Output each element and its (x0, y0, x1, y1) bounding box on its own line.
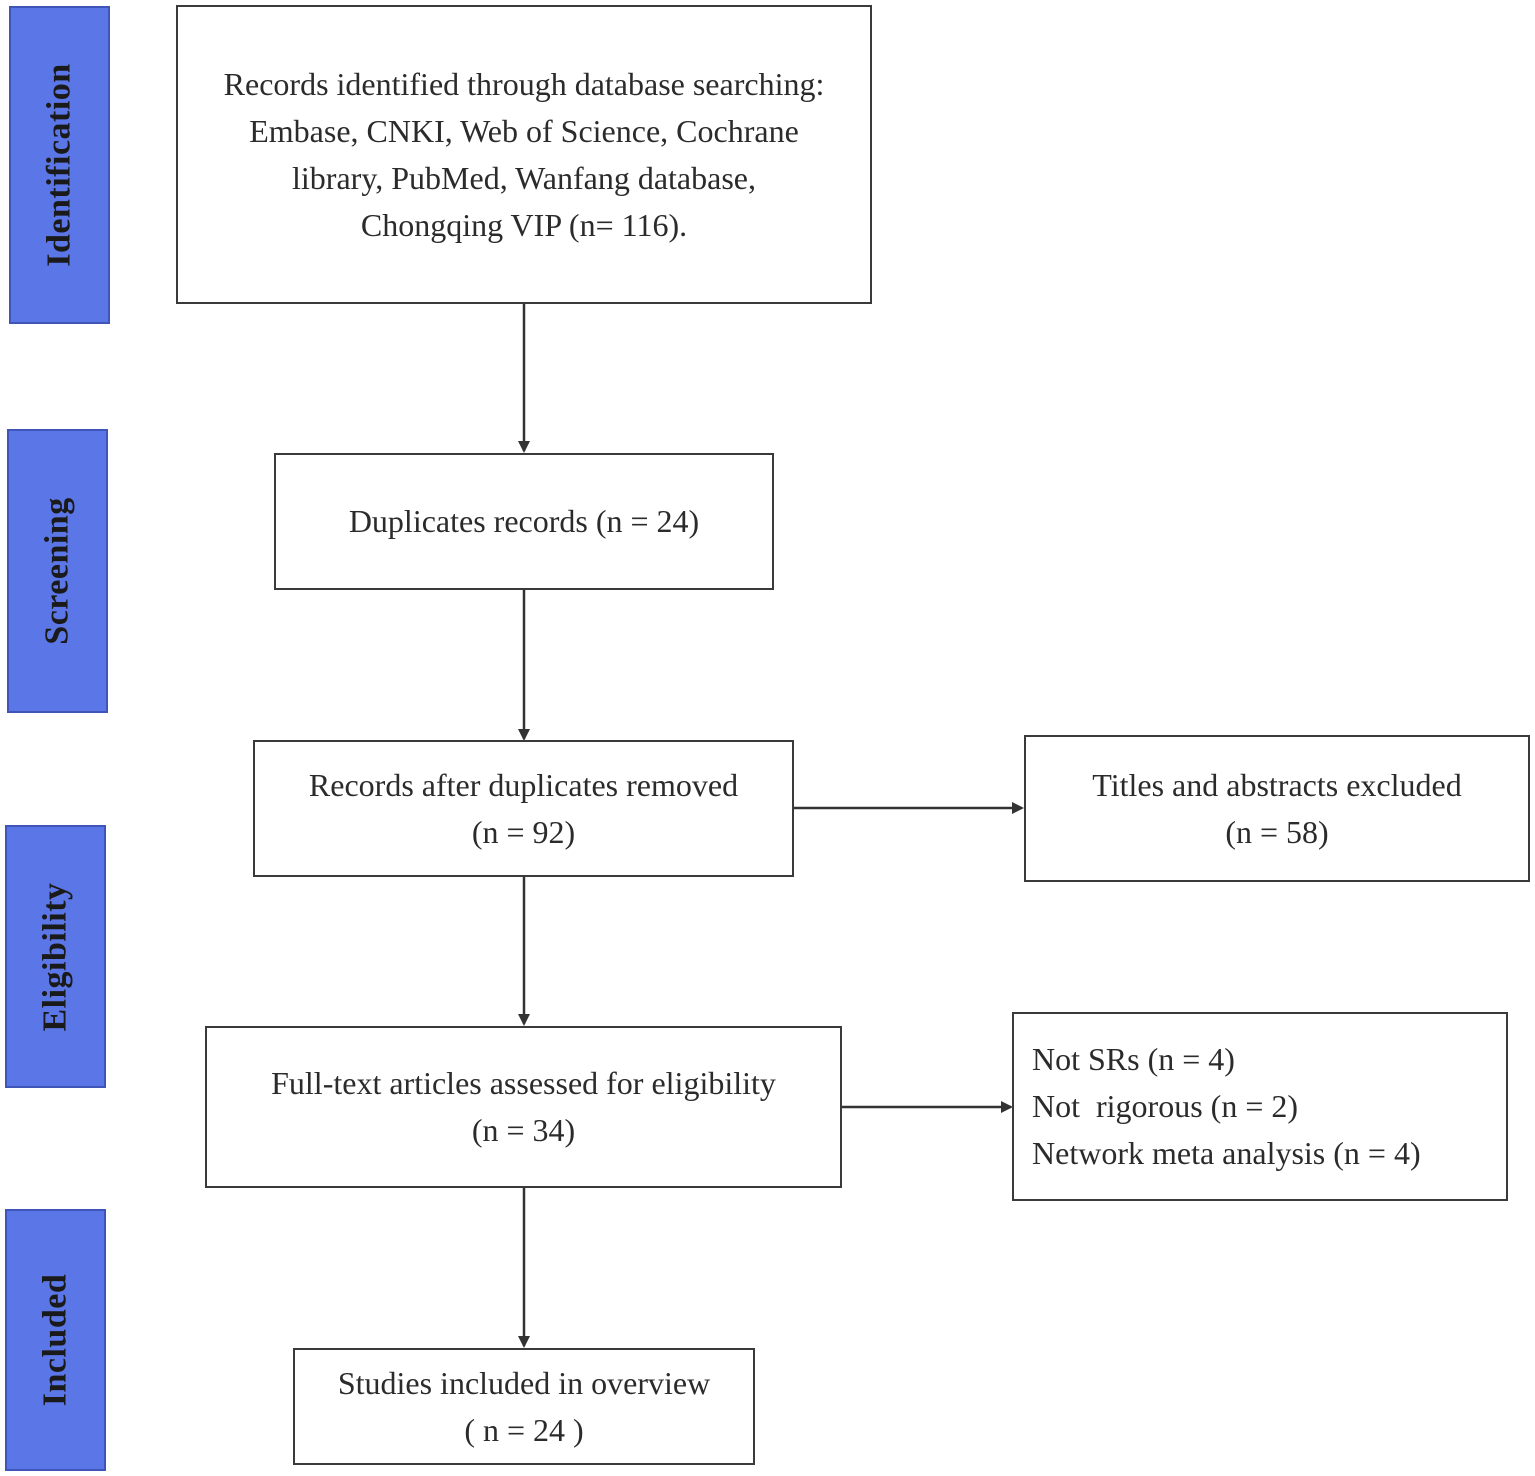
stage-identification: Identification (9, 6, 110, 324)
records-identified-line-3: library, PubMed, Wanfang database, (292, 159, 756, 196)
full-text-excluded-line-2: Not rigorous (n = 2) (1032, 1088, 1299, 1124)
duplicates-records-line-1: Duplicates records (n = 24) (348, 503, 700, 539)
records-identified-line-1: Records identified through database sear… (223, 65, 825, 102)
records-identified-line-2: Embase, CNKI, Web of Science, Cochrane (249, 112, 799, 149)
records-identified-box: Records identified through database sear… (176, 5, 872, 304)
full-text-assessed-box: Full-text articles assessed for eligibil… (205, 1026, 842, 1188)
titles-abstracts-excluded-box: Titles and abstracts excluded (n = 58) (1024, 735, 1530, 882)
studies-included-line-1: Studies included in overview (337, 1364, 711, 1401)
stage-eligibility: Eligibility (5, 825, 106, 1088)
stage-eligibility-label: Eligibility (36, 881, 74, 1032)
records-after-duplicates-line-1: Records after duplicates removed (308, 766, 739, 803)
duplicates-records-box: Duplicates records (n = 24) (274, 453, 774, 590)
full-text-excluded-line-1: Not SRs (n = 4) (1032, 1041, 1235, 1077)
stage-included: Included (5, 1209, 106, 1471)
full-text-excluded-box: Not SRs (n = 4) Not rigorous (n = 2) Net… (1012, 1012, 1508, 1201)
titles-abstracts-excluded-line-2: (n = 58) (1225, 813, 1329, 850)
records-identified-line-4: Chongqing VIP (n= 116). (360, 206, 688, 243)
studies-included-line-2: ( n = 24 ) (464, 1411, 584, 1448)
full-text-excluded-line-3: Network meta analysis (n = 4) (1032, 1135, 1421, 1171)
records-after-duplicates-box: Records after duplicates removed (n = 92… (253, 740, 794, 877)
studies-included-box: Studies included in overview ( n = 24 ) (293, 1348, 755, 1465)
stage-identification-label: Identification (40, 63, 78, 267)
stage-included-label: Included (36, 1273, 74, 1407)
stage-screening-label: Screening (38, 497, 76, 645)
records-after-duplicates-line-2: (n = 92) (471, 813, 576, 850)
full-text-assessed-line-2: (n = 34) (471, 1112, 576, 1148)
stage-screening: Screening (7, 429, 108, 713)
full-text-assessed-line-1: Full-text articles assessed for eligibil… (271, 1065, 776, 1101)
titles-abstracts-excluded-line-1: Titles and abstracts excluded (1092, 766, 1462, 803)
